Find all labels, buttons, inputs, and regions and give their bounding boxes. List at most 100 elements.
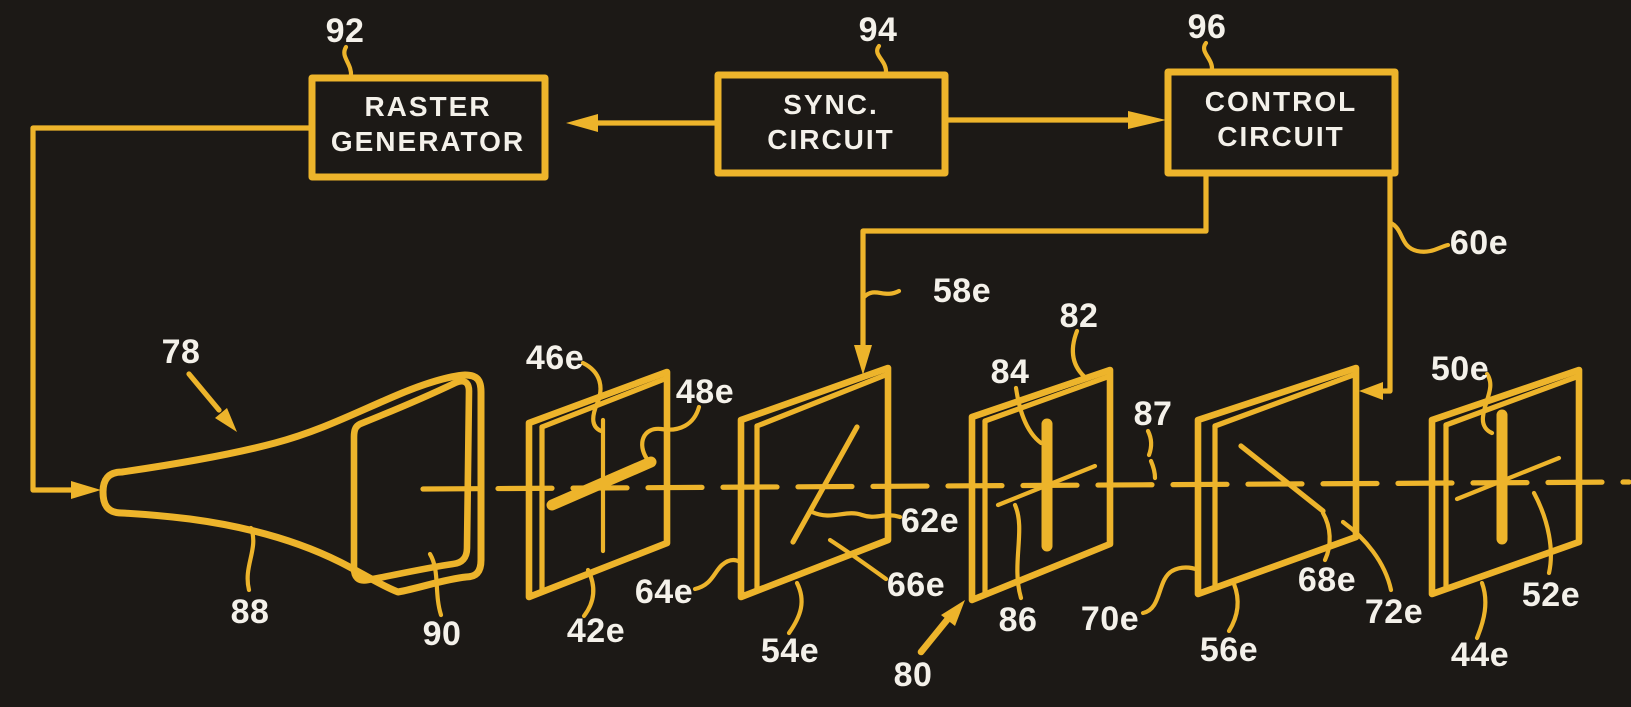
ref-60e-label: 60e	[1450, 224, 1508, 262]
plate1-polarization-bar	[546, 456, 657, 511]
wiring	[30, 111, 1393, 499]
axis-gap-87: 87	[1134, 395, 1173, 481]
ref-54e-label: 54e	[761, 632, 819, 670]
plate2-diagonal-line	[995, 463, 1098, 508]
crt-screen-face	[350, 377, 473, 584]
lc-cell-56e: 70e 56e 68e 72e 60e	[1081, 220, 1508, 669]
ref-96-leader	[1202, 40, 1215, 73]
ref-44e-leader	[1474, 580, 1488, 641]
crt-input-arrowhead	[71, 481, 101, 499]
polarizer-plate-42e: 46e 48e 42e	[525, 339, 734, 650]
ref-80-label: 80	[894, 656, 933, 694]
crt: 78 88 90	[99, 333, 485, 653]
plate3-outline	[1428, 366, 1583, 598]
ref-66e-leader	[827, 537, 889, 582]
sync-circuit-box: SYNC. CIRCUIT 94	[714, 11, 949, 177]
cell1-diagonal-line	[790, 424, 860, 545]
ref-68e-leader	[1320, 510, 1332, 563]
control-to-cell1-arrowhead	[854, 345, 872, 375]
ref-64e-label: 64e	[635, 573, 693, 611]
plate1-outline	[525, 368, 671, 601]
ref-80-arrow-shaft	[917, 616, 951, 656]
ref-70e-label: 70e	[1081, 600, 1139, 638]
raster-feedback-line	[30, 125, 315, 493]
ref-72e-leader	[1340, 519, 1394, 593]
ref-56e-leader	[1226, 581, 1240, 634]
raster-generator-label-line1: RASTER	[364, 91, 491, 122]
ref-84-label: 84	[991, 353, 1030, 391]
control-circuit-border	[1164, 68, 1399, 177]
ref-82-label: 82	[1060, 297, 1099, 335]
ref-46e-label: 46e	[526, 339, 584, 377]
ref-68e-label: 68e	[1298, 561, 1356, 599]
ref-94-label: 94	[859, 11, 898, 49]
ref-54e-leader	[786, 580, 804, 636]
control-circuit-label-line1: CONTROL	[1205, 86, 1357, 117]
ref-52e-leader	[1531, 490, 1553, 576]
sync-circuit-border	[714, 71, 949, 177]
ref-60e-leader	[1388, 220, 1451, 254]
control-to-cell2-arrowhead	[1359, 382, 1383, 400]
ref-50e-leader	[1480, 371, 1495, 436]
ref-90-leader	[427, 551, 444, 618]
ref-87-leader-dash1	[1145, 428, 1154, 458]
ref-44e-label: 44e	[1451, 636, 1509, 674]
ref-48e-label: 48e	[676, 373, 734, 411]
plate3-thickness-top	[1443, 373, 1582, 428]
raster-generator-box: RASTER GENERATOR 92	[308, 12, 549, 181]
ref-80-arrowhead	[941, 600, 965, 626]
polarizer-plate-44e: 50e 52e 44e	[1428, 350, 1583, 674]
ref-46e-leader	[580, 360, 604, 434]
ref-58e-leader	[861, 288, 902, 300]
sync-circuit-label-line1: SYNC.	[783, 89, 879, 120]
sync-circuit-label-line2: CIRCUIT	[767, 124, 895, 155]
ref-48e-leader	[640, 404, 702, 462]
ref-94-leader	[875, 43, 889, 76]
control-to-cell1-line	[860, 171, 1209, 350]
ref-86-label: 86	[999, 601, 1038, 639]
ref-66e-label: 66e	[887, 566, 945, 604]
ref-72e-label: 72e	[1365, 593, 1423, 631]
ref-88-leader	[245, 525, 256, 593]
plate2-outline	[968, 366, 1114, 604]
ref-87-label: 87	[1134, 395, 1173, 433]
ref-88-label: 88	[231, 593, 270, 631]
ref-78-arrowhead	[215, 408, 237, 432]
ref-78-label: 78	[162, 333, 201, 371]
ref-64e-leader	[692, 557, 743, 592]
ref-87-leader-dash2	[1148, 458, 1158, 481]
ref-70e-leader	[1140, 565, 1201, 616]
cell1-outline	[737, 364, 892, 601]
ref-42e-leader	[581, 567, 596, 619]
control-to-cell2-line	[1381, 171, 1393, 394]
crt-envelope-outline	[99, 371, 485, 596]
ref-42e-label: 42e	[567, 612, 625, 650]
sync-to-raster-arrowhead	[566, 114, 598, 132]
ref-82-leader	[1070, 328, 1090, 382]
ref-62e-leader	[809, 509, 903, 520]
control-circuit-box: CONTROL CIRCUIT 96	[1164, 8, 1399, 177]
ref-62e-label: 62e	[901, 502, 959, 540]
cell2-diagonal-line	[1238, 443, 1326, 514]
control-circuit-label-line2: CIRCUIT	[1217, 121, 1345, 152]
cell1-thickness-top	[754, 371, 891, 429]
ref-90-label: 90	[423, 615, 462, 653]
optical-axis-dashed-line	[420, 479, 1631, 492]
ref-58e-label: 58e	[933, 272, 991, 310]
raster-generator-border	[308, 74, 549, 181]
ref-92-leader	[342, 44, 354, 79]
ref-56e-label: 56e	[1200, 631, 1258, 669]
sync-to-control-arrowhead	[1128, 111, 1166, 129]
ref-86-leader	[1012, 502, 1024, 601]
plate3-diagonal-line	[1454, 455, 1562, 502]
plate2-thickness-top	[982, 373, 1113, 424]
lc-cell-54e: 64e 62e 66e 54e 58e	[635, 272, 991, 670]
polarizer-plate-82: 84 82 86 80	[894, 297, 1114, 694]
ref-78-arrow-shaft	[186, 371, 222, 413]
ref-92-label: 92	[326, 12, 365, 50]
ref-84-leader	[1013, 385, 1044, 446]
ref-96-label: 96	[1188, 8, 1227, 46]
ref-50e-label: 50e	[1431, 350, 1489, 388]
